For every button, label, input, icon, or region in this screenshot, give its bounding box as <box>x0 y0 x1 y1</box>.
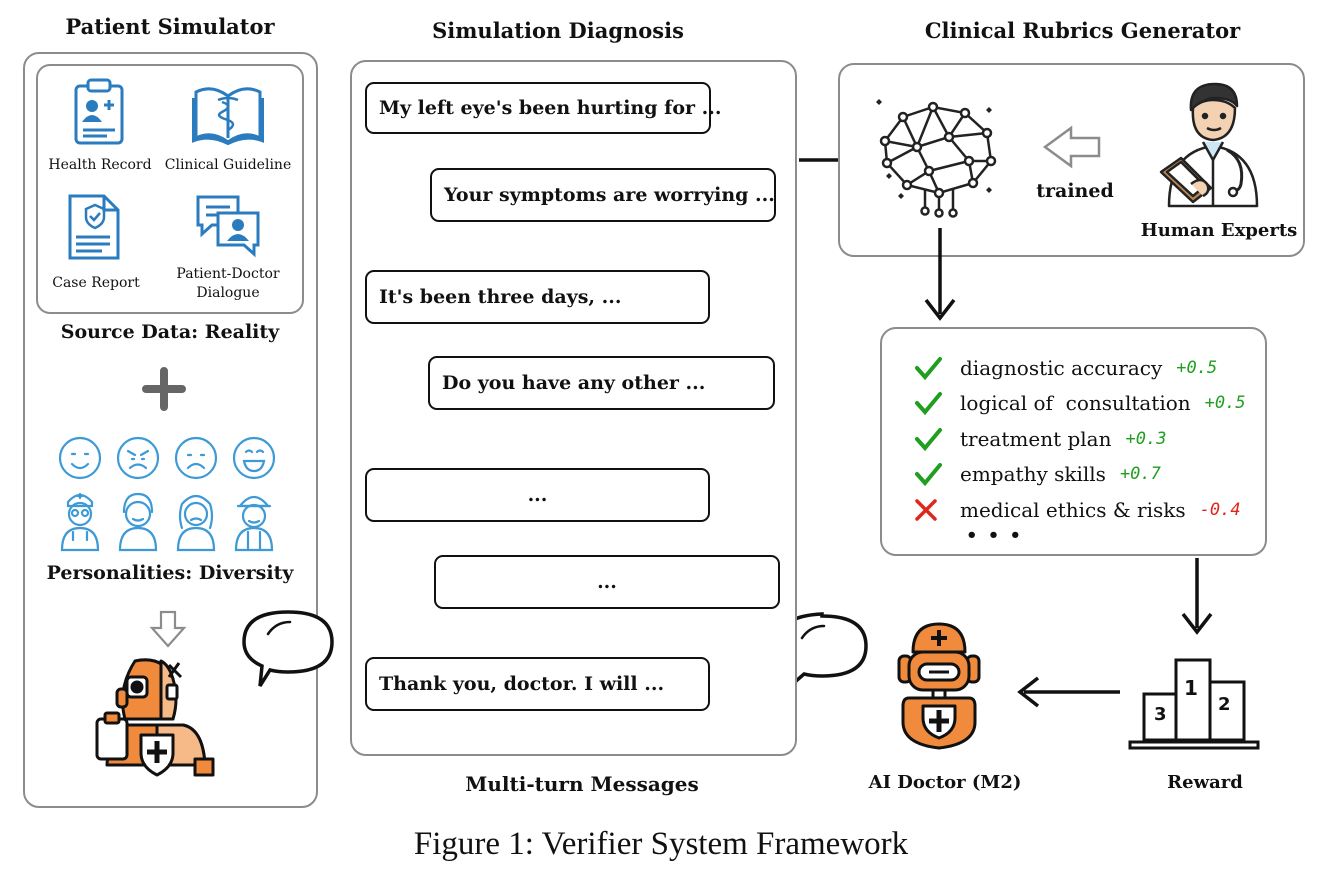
rubric-diagnostic-accuracy: diagnostic accuracy +0.5 <box>914 353 1217 383</box>
laughing-face-icon <box>232 436 276 480</box>
rubric-score: +0.3 <box>1125 429 1167 449</box>
medical-book-icon <box>192 87 264 146</box>
rubric-treatment-plan: treatment plan +0.3 <box>914 424 1166 454</box>
neural-network-icon <box>876 99 997 218</box>
sad-face-icon <box>174 436 218 480</box>
rubrics-list-panel: diagnostic accuracy +0.5 logical of cons… <box>880 327 1267 556</box>
figure-caption: Figure 1: Verifier System Framework <box>413 826 909 862</box>
personality-people <box>60 492 274 552</box>
rubric-score: +0.5 <box>1204 393 1246 413</box>
woman-person-icon <box>176 494 216 552</box>
patient-simulator-title: Patient Simulator <box>65 14 275 39</box>
dialogue-icon <box>196 195 260 258</box>
patient-robot-icon <box>95 658 215 777</box>
rubric-label: diagnostic accuracy <box>960 356 1163 380</box>
down-arrow-icon <box>149 610 187 648</box>
source-data-caption: Source Data: Reality <box>60 321 280 343</box>
left-hollow-arrow-icon <box>1042 125 1101 169</box>
arrow-to-reward <box>1181 558 1213 635</box>
angry-face-icon <box>116 436 160 480</box>
young-person-icon <box>118 492 158 552</box>
message-bubble-6: ... <box>434 555 780 609</box>
message-bubble-5: ... <box>365 468 710 522</box>
message-bubble-7: Thank you, doctor. I will ... <box>365 657 710 711</box>
emotion-faces <box>58 436 276 480</box>
rubric-logical-consultation: logical of consultation +0.5 <box>914 388 1246 418</box>
trained-label: trained <box>1036 180 1114 202</box>
rubric-label: medical ethics & risks <box>960 498 1186 522</box>
ai-doctor-label: AI Doctor (M2) <box>868 772 1022 793</box>
rubrics-more-ellipsis: • • • <box>966 525 1024 546</box>
plus-icon <box>142 367 186 411</box>
health-record-label: Health Record <box>48 157 152 173</box>
check-icon <box>914 391 960 416</box>
podium-second: 2 <box>1218 694 1231 715</box>
rubric-empathy-skills: empathy skills +0.7 <box>914 459 1161 489</box>
clipboard-icon <box>74 78 124 145</box>
simulation-diagnosis-title: Simulation Diagnosis <box>432 18 684 43</box>
ai-doctor-robot-icon <box>897 622 981 750</box>
message-bubble-3: It's been three days, ... <box>365 270 710 324</box>
personalities-caption: Personalities: Diversity <box>46 562 294 584</box>
document-shield-icon <box>68 194 120 260</box>
speech-bubble-left-icon <box>242 610 334 687</box>
happy-face-icon <box>58 436 102 480</box>
reward-label: Reward <box>1167 772 1243 793</box>
message-bubble-4: Do you have any other ... <box>428 356 775 410</box>
patient-doctor-label-line1: Patient-Doctor <box>176 266 280 282</box>
podium-third: 3 <box>1154 704 1167 725</box>
message-bubble-2: Your symptoms are worrying ... <box>430 168 776 222</box>
rubric-label: empathy skills <box>960 462 1106 486</box>
rubric-label: treatment plan <box>960 427 1112 451</box>
human-experts-label: Human Experts <box>1140 220 1298 241</box>
human-expert-doctor-icon <box>1159 82 1259 208</box>
rubric-score: +0.5 <box>1176 358 1218 378</box>
worker-person-icon <box>234 495 274 552</box>
arrow-to-rubrics <box>924 228 956 321</box>
check-icon <box>914 356 960 381</box>
clinical-rubrics-title: Clinical Rubrics Generator <box>924 18 1241 43</box>
reward-podium-icon <box>1128 658 1260 750</box>
multi-turn-caption: Multi-turn Messages <box>465 772 699 796</box>
rubric-label: logical of consultation <box>960 391 1191 415</box>
cross-icon <box>914 498 960 522</box>
rubric-medical-ethics: medical ethics & risks -0.4 <box>914 495 1241 525</box>
check-icon <box>914 427 960 452</box>
check-icon <box>914 462 960 487</box>
rubric-score: -0.4 <box>1199 500 1241 520</box>
podium-first: 1 <box>1184 676 1198 700</box>
case-report-label: Case Report <box>52 275 140 291</box>
patient-doctor-label-line2: Dialogue <box>196 285 260 301</box>
clinical-guideline-label: Clinical Guideline <box>164 157 292 173</box>
message-bubble-1: My left eye's been hurting for ... <box>365 82 721 134</box>
doctor-person-icon <box>60 492 100 552</box>
arrow-to-ai-doctor <box>1017 676 1120 708</box>
rubric-score: +0.7 <box>1119 464 1161 484</box>
